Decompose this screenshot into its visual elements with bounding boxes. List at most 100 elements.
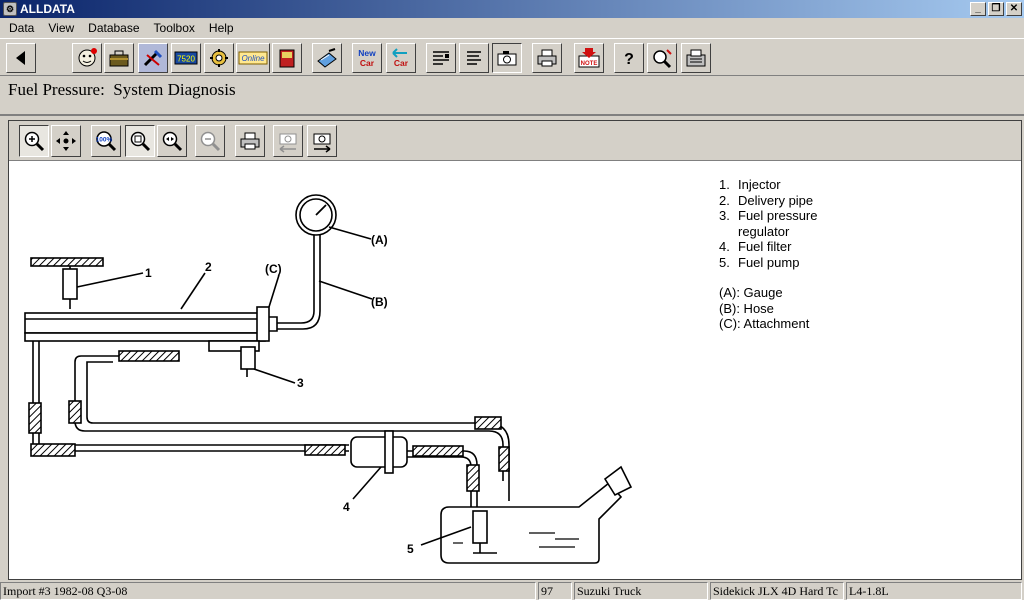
zoom-out-icon xyxy=(162,131,183,152)
minimize-button[interactable]: _ xyxy=(970,2,986,16)
question-icon: ? xyxy=(624,51,634,68)
menu-help[interactable]: Help xyxy=(208,21,234,35)
viewer-print-button[interactable] xyxy=(235,125,265,157)
legend-item: 5.Fuel pump xyxy=(719,254,800,270)
status-source: Import #3 1982-08 Q3-08 xyxy=(0,582,536,600)
menu-data[interactable]: Data xyxy=(9,21,35,35)
gear-icon xyxy=(210,49,228,67)
fax-button[interactable] xyxy=(681,43,711,73)
online-label: Online xyxy=(241,54,265,63)
window-title: ALLDATA xyxy=(20,2,75,16)
new-label: New xyxy=(358,48,376,58)
note-button[interactable]: NOTE xyxy=(574,43,604,73)
prev-image-button[interactable] xyxy=(273,125,303,157)
text-button[interactable] xyxy=(459,43,489,73)
fax-icon xyxy=(686,49,706,67)
app-icon: ⚙ xyxy=(3,2,17,16)
pan-button[interactable] xyxy=(51,125,81,157)
menu-view[interactable]: View xyxy=(48,21,75,35)
pan-arrows-icon xyxy=(56,131,76,151)
book-icon xyxy=(279,49,295,68)
book-button[interactable] xyxy=(272,43,302,73)
new-car-label: Car xyxy=(360,58,375,68)
gauge-icon: 7520 xyxy=(174,51,198,65)
back-arrow-icon xyxy=(16,51,25,65)
notepad-button[interactable] xyxy=(312,43,342,73)
legend-item: 4.Fuel filter xyxy=(719,239,792,254)
zoom-fit-button[interactable] xyxy=(125,125,155,157)
diagram-label-c: (C) xyxy=(265,262,282,276)
list-button[interactable] xyxy=(426,43,456,73)
diagram-label-5: 5 xyxy=(407,542,414,556)
page-title: Fuel Pressure: System Diagnosis xyxy=(8,80,236,99)
diagram-label-a: (A) xyxy=(371,233,388,247)
menu-bar: Data View Database Toolbox Help xyxy=(0,18,1024,38)
legend-item: 3.Fuel pressure xyxy=(719,208,818,223)
prev-car-icon: Car xyxy=(392,48,409,68)
online-button[interactable]: Online xyxy=(236,43,270,73)
list-icon xyxy=(433,51,449,65)
zoom-100-label: 100% xyxy=(96,137,113,144)
next-image-button[interactable] xyxy=(307,125,337,157)
window-controls: _ ❐ ✕ xyxy=(970,2,1022,16)
menu-toolbox[interactable]: Toolbox xyxy=(153,21,195,35)
printer-icon xyxy=(240,132,260,150)
fuel-system-drawing: 1 2 3 4 5 (A) (B) (C) xyxy=(24,194,633,564)
zoom-fit-icon xyxy=(130,131,151,152)
zoom-out-button[interactable] xyxy=(157,125,187,157)
diagram-label-4: 4 xyxy=(343,500,350,514)
note-icon: NOTE xyxy=(578,48,600,68)
zoom-100-button[interactable]: 100% xyxy=(91,125,121,157)
restore-button[interactable]: ❐ xyxy=(988,2,1004,16)
text-icon xyxy=(467,51,481,65)
note-label: NOTE xyxy=(581,61,598,67)
prev-car-label: Car xyxy=(394,58,409,68)
legend-item: 2.Delivery pipe xyxy=(719,192,814,208)
magnifier-icon xyxy=(653,49,672,69)
camera-next-icon xyxy=(313,133,331,153)
menu-database[interactable]: Database xyxy=(88,21,140,35)
zoom-minus-button[interactable] xyxy=(195,125,225,157)
toolbox-button[interactable] xyxy=(104,43,134,73)
face-icon xyxy=(78,48,97,67)
gauge-button[interactable]: 7520 xyxy=(171,43,201,73)
page-header: Fuel Pressure: System Diagnosis xyxy=(0,78,1024,116)
camera-button[interactable] xyxy=(492,43,522,73)
gauge-label: 7520 xyxy=(177,55,195,64)
printer-icon xyxy=(537,49,557,67)
print-button[interactable] xyxy=(532,43,562,73)
diagram-label-3: 3 xyxy=(297,376,304,390)
legend-item: 1.Injector xyxy=(719,177,781,192)
camera-prev-icon xyxy=(279,133,297,153)
status-bar: Import #3 1982-08 Q3-08 97 Suzuki Truck … xyxy=(0,581,1024,600)
zoom-in-tool-button[interactable] xyxy=(19,125,49,157)
zoom-100-icon: 100% xyxy=(96,131,117,152)
diagram-legend: 1.Injector 2.Delivery pipe 3.Fuel pressu… xyxy=(719,177,817,332)
back-button[interactable] xyxy=(6,43,36,73)
close-button[interactable]: ✕ xyxy=(1006,2,1022,16)
zoom-in-icon xyxy=(24,131,45,152)
help-label: ? xyxy=(624,51,634,68)
status-year: 97 xyxy=(538,582,572,600)
prev-car-button[interactable]: Car xyxy=(386,43,416,73)
notepad-icon xyxy=(317,48,337,68)
face-button[interactable] xyxy=(72,43,102,73)
tools-icon xyxy=(143,49,163,67)
legend-item: (A): Gauge xyxy=(719,285,783,300)
window-titlebar: ⚙ ALLDATA _ ❐ ✕ xyxy=(0,0,1024,18)
help-button[interactable]: ? xyxy=(614,43,644,73)
image-viewer: 100% xyxy=(8,120,1022,580)
tools-button[interactable] xyxy=(138,43,168,73)
legend-item: (B): Hose xyxy=(719,300,774,316)
legend-item: (C): Attachment xyxy=(719,316,810,331)
settings-button[interactable] xyxy=(204,43,234,73)
fuel-system-diagram: 1 2 3 4 5 (A) (B) (C) 1.Injector 2.Deliv… xyxy=(9,161,1021,579)
zoom-minus-icon xyxy=(200,131,221,152)
legend-item: regulator xyxy=(738,223,790,239)
diagram-label-b: (B) xyxy=(371,295,388,309)
search-button[interactable] xyxy=(647,43,677,73)
online-icon: Online xyxy=(238,51,268,65)
status-engine: L4-1.8L xyxy=(846,582,1022,600)
